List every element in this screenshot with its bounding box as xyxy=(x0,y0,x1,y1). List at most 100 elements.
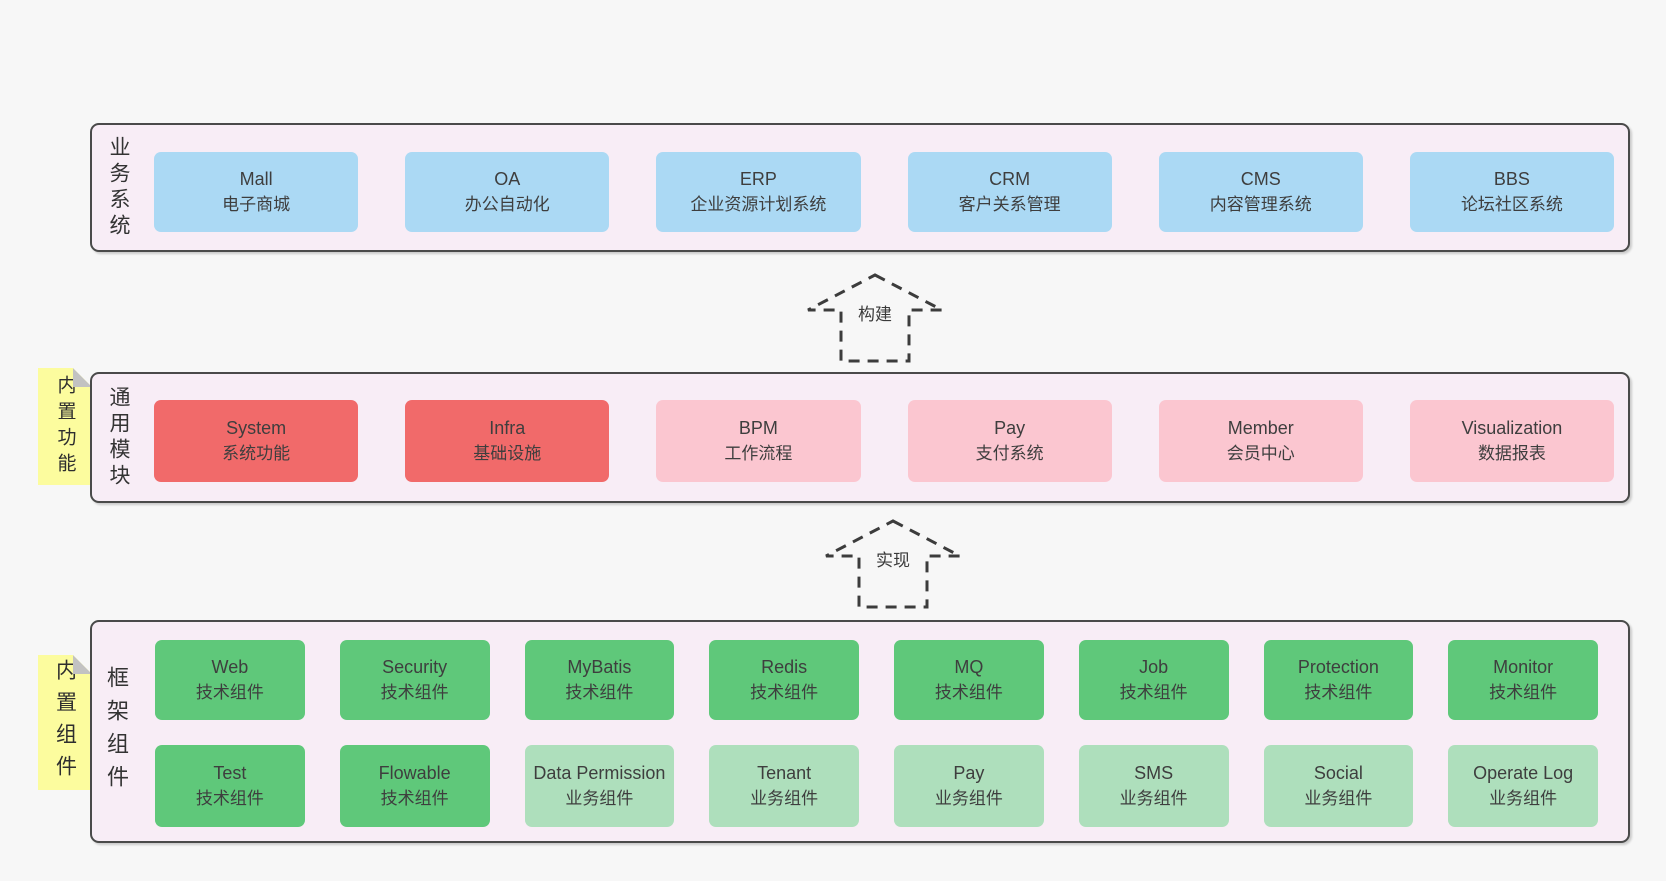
diagram-box-mybatis: MyBatis 技术组件 xyxy=(524,640,675,720)
dashed-up-arrow-shape xyxy=(807,273,943,363)
diagram-box-social: Social 业务组件 xyxy=(1263,745,1414,827)
diagram-box-pay: Pay 支付系统 xyxy=(907,400,1112,482)
box-title: Mall xyxy=(239,169,273,190)
box-subtitle: 支付系统 xyxy=(975,443,1044,463)
box-title: Pay xyxy=(994,418,1026,439)
box-title: SMS xyxy=(1134,763,1174,784)
box-subtitle: 电子商城 xyxy=(222,194,291,214)
diagram-box-mq: MQ 技术组件 xyxy=(894,640,1044,720)
box-title: System xyxy=(226,418,287,439)
box-title: BPM xyxy=(738,418,778,439)
box-subtitle: 业务组件 xyxy=(750,788,819,808)
box-subtitle: 工作流程 xyxy=(724,443,793,463)
box-subtitle: 论坛社区系统 xyxy=(1460,194,1563,214)
box-subtitle: 基础设施 xyxy=(473,443,542,463)
sticky-note-label: 内置组件 xyxy=(53,658,77,787)
box-subtitle: 技术组件 xyxy=(565,682,634,702)
box-subtitle: 内容管理系统 xyxy=(1209,194,1312,214)
diagram-box-system: System 系统功能 xyxy=(154,400,359,482)
box-title: Web xyxy=(211,657,249,678)
box-subtitle: 业务组件 xyxy=(934,788,1003,808)
diagram-box-redis: Redis 技术组件 xyxy=(709,640,859,720)
box-title: Social xyxy=(1313,763,1363,784)
diagram-box-data-permission: Data Permission 业务组件 xyxy=(524,745,675,827)
panel-side-label: 业务系统 xyxy=(107,135,130,240)
box-subtitle: 技术组件 xyxy=(1304,682,1373,702)
box-subtitle: 业务组件 xyxy=(565,788,634,808)
diagram-box-flowable: Flowable 技术组件 xyxy=(339,745,490,827)
diagram-box-mall: Mall 电子商城 xyxy=(154,152,359,232)
diagram-box-tenant: Tenant 业务组件 xyxy=(709,745,859,827)
dashed-up-arrow-shape xyxy=(825,519,961,609)
sticky-note-label: 内置功能 xyxy=(54,374,76,479)
panel-side-label: 通用模块 xyxy=(107,385,130,490)
diagram-box-cms: CMS 内容管理系统 xyxy=(1158,152,1363,232)
box-title: CMS xyxy=(1240,169,1281,190)
build-arrow: 构建 xyxy=(805,272,945,364)
box-title: MyBatis xyxy=(567,657,632,678)
box-title: Protection xyxy=(1297,657,1379,678)
sticky-note-built-in-components: 内置组件 xyxy=(38,655,92,790)
box-subtitle: 客户关系管理 xyxy=(958,194,1061,214)
box-subtitle: 数据报表 xyxy=(1477,443,1546,463)
box-subtitle: 业务组件 xyxy=(1489,788,1558,808)
diagram-box-erp: ERP 企业资源计划系统 xyxy=(656,152,861,232)
box-title: Data Permission xyxy=(533,763,666,784)
box-title: Flowable xyxy=(378,763,451,784)
arrow-label-implement: 实现 xyxy=(871,544,915,573)
box-subtitle: 业务组件 xyxy=(1304,788,1373,808)
diagram-box-web: Web 技术组件 xyxy=(155,640,305,720)
box-title: BBS xyxy=(1493,169,1530,190)
business-box-row: Mall 电子商城 OA 办公自动化 ERP 企业资源计划系统 CRM 客户关系管理 CMS 内容… xyxy=(154,152,1615,232)
box-title: Job xyxy=(1139,657,1169,678)
panel-side-label: 框架组件 xyxy=(104,665,129,798)
diagram-box-oa: OA 办公自动化 xyxy=(405,152,610,232)
box-title: Tenant xyxy=(757,763,812,784)
diagram-box-job: Job 技术组件 xyxy=(1078,640,1229,720)
box-title: Test xyxy=(213,763,247,784)
box-title: Infra xyxy=(489,418,526,439)
panel-business-systems: 业务系统 Mall 电子商城 OA 办公自动化 ERP 企业资源计划系统 CRM 客户关系管理… xyxy=(90,123,1630,252)
box-subtitle: 技术组件 xyxy=(380,682,449,702)
diagram-box-operate-log: Operate Log 业务组件 xyxy=(1448,745,1598,827)
arrow-label-build: 构建 xyxy=(853,298,897,327)
box-subtitle: 技术组件 xyxy=(934,682,1003,702)
box-title: ERP xyxy=(739,169,777,190)
box-title: CRM xyxy=(989,169,1031,190)
box-title: OA xyxy=(494,169,521,190)
box-subtitle: 系统功能 xyxy=(222,443,291,463)
diagram-box-pay: Pay 业务组件 xyxy=(894,745,1044,827)
box-title: Security xyxy=(382,657,448,678)
diagram-box-bbs: BBS 论坛社区系统 xyxy=(1409,152,1615,232)
diagram-box-sms: SMS 业务组件 xyxy=(1078,745,1229,827)
box-subtitle: 企业资源计划系统 xyxy=(690,194,827,214)
box-title: Pay xyxy=(953,763,985,784)
diagram-box-bpm: BPM 工作流程 xyxy=(656,400,861,482)
box-title: Operate Log xyxy=(1473,763,1574,784)
box-subtitle: 业务组件 xyxy=(1119,788,1188,808)
box-subtitle: 技术组件 xyxy=(750,682,819,702)
box-subtitle: 办公自动化 xyxy=(464,194,550,214)
box-subtitle: 技术组件 xyxy=(195,682,264,702)
implement-arrow: 实现 xyxy=(823,518,963,610)
box-subtitle: 技术组件 xyxy=(380,788,449,808)
box-subtitle: 会员中心 xyxy=(1226,443,1295,463)
diagram-box-protection: Protection 技术组件 xyxy=(1263,640,1414,720)
box-subtitle: 技术组件 xyxy=(1489,682,1558,702)
diagram-box-monitor: Monitor 技术组件 xyxy=(1448,640,1598,720)
box-title: Monitor xyxy=(1493,657,1554,678)
box-subtitle: 技术组件 xyxy=(1119,682,1188,702)
diagram-box-security: Security 技术组件 xyxy=(339,640,490,720)
box-title: Redis xyxy=(761,657,808,678)
box-title: MQ xyxy=(954,657,984,678)
panel-common-modules: 通用模块 System 系统功能 Infra 基础设施 BPM 工作流程 Pay 支付系统 Me… xyxy=(90,372,1630,503)
diagram-box-infra: Infra 基础设施 xyxy=(405,400,610,482)
diagram-box-crm: CRM 客户关系管理 xyxy=(907,152,1112,232)
